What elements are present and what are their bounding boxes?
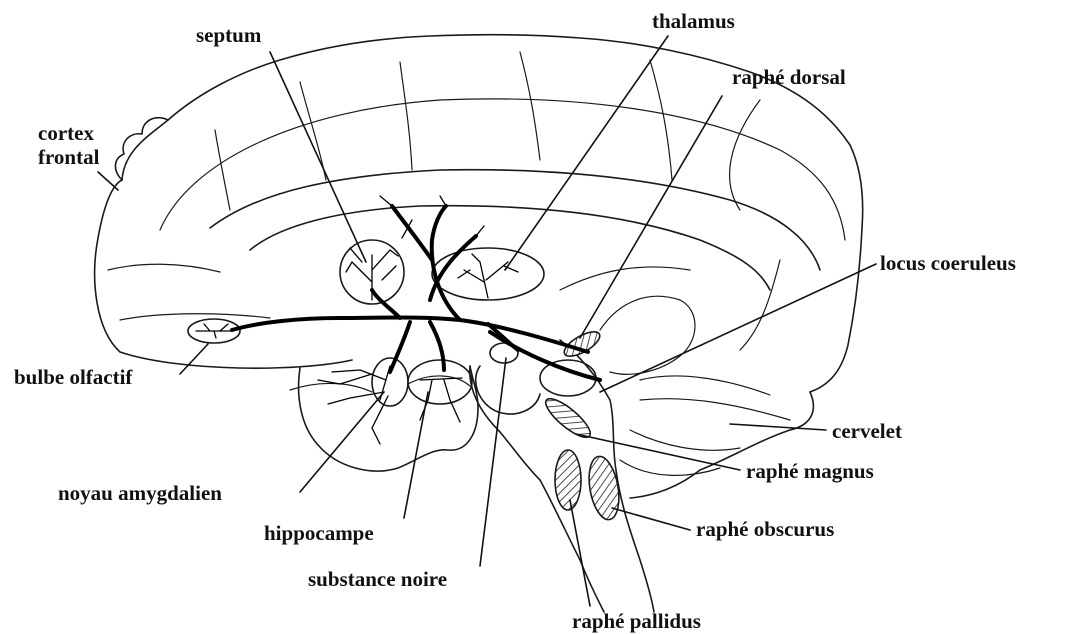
raphe-pallidus-nucleus [555,450,581,510]
leader-raphe-pallidus [570,500,590,606]
leader-raphe-obscurus [612,508,690,530]
pons-bulge [476,366,540,414]
gyrus-4 [520,52,540,160]
branch-hippocampus [430,322,444,370]
gyrus-3 [400,62,412,170]
thalamus-terminals [458,254,518,298]
branch-up-2 [430,236,476,300]
label-noyau-amygdalien: noyau amygdalien [58,481,222,505]
label-cervelet: cervelet [832,419,902,443]
branch-to-cingulate [392,206,432,260]
leader-substance-noire [480,358,506,566]
lobe-fold-1 [290,383,372,392]
hippocampus-ellipse [408,360,472,404]
label-bulbe-olfactif: bulbe olfactif [14,365,133,389]
thalamus-region [432,248,544,300]
label-septum: septum [196,23,262,47]
fiber-tracts [232,196,600,380]
gyrus-10 [560,267,690,290]
label-raphe-pallidus: raphé pallidus [572,609,701,633]
label-raphe-dorsal: raphé dorsal [732,65,846,89]
bulbe-terminals [196,324,232,338]
label-substance-noire: substance noire [308,567,447,591]
leader-cortex [98,172,118,190]
gyrus-6 [730,100,760,210]
leader-amygdala [300,392,384,492]
thalamus-ellipse [432,248,544,300]
label-locus-coeruleus: locus coeruleus [880,251,1016,275]
leader-locus-coeruleus [600,264,876,392]
cortical-folds [108,52,845,350]
gyrus-1 [215,130,230,210]
label-raphe-magnus: raphé magnus [746,459,874,483]
gyrus-7 [740,260,780,350]
label-hippocampe: hippocampe [264,521,374,545]
raphe-obscurus-nucleus [585,454,624,522]
raphe-magnus-nucleus [541,393,595,443]
leader-thalamus [505,36,668,270]
leader-bulbe [180,344,208,374]
leader-cervelet [730,424,826,430]
amygdala-terminals [318,366,390,444]
fourth-ventricle [600,296,695,374]
gyrus-9 [120,314,270,320]
limbic-structures [318,358,472,444]
corpus-callosum-bottom [250,206,770,290]
raphe-nuclei [541,327,624,522]
gyrus-8 [108,264,220,272]
label-cortex-line2: frontal [38,145,100,169]
gyrus-5 [650,60,672,180]
label-raphe-obscurus: raphé obscurus [696,517,834,541]
branch-to-amygdala [390,322,410,372]
label-thalamus: thalamus [652,9,735,33]
labels: septum thalamus raphé dorsal cortex fron… [14,9,1016,633]
label-cortex-line1: cortex [38,121,94,145]
septum-region [340,240,404,304]
